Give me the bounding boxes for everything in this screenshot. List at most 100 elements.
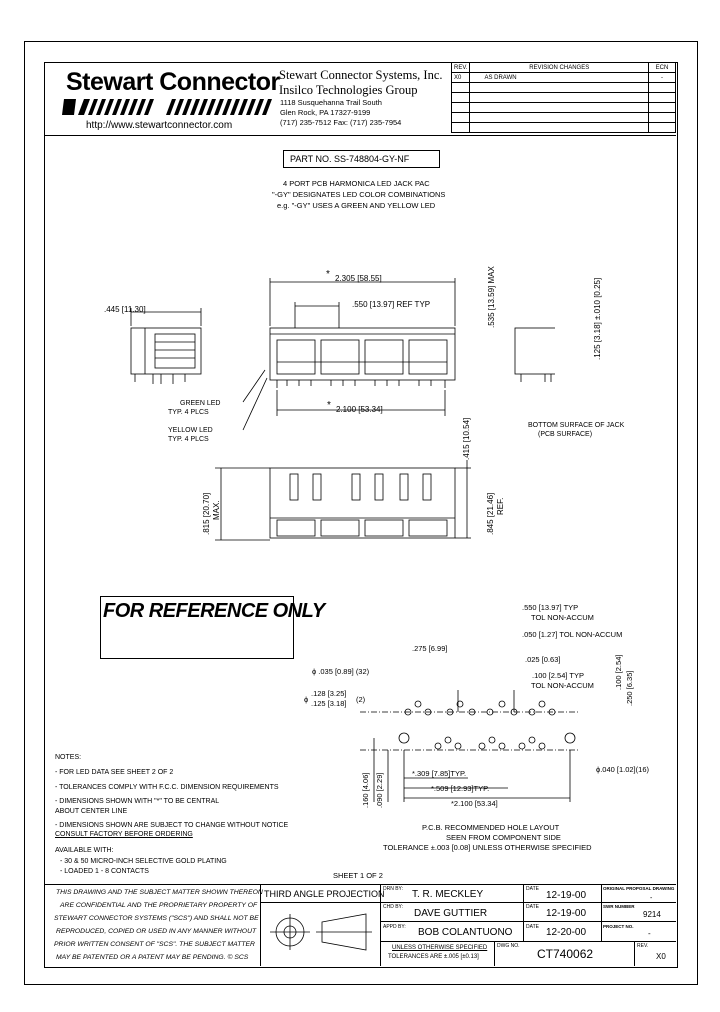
title-block-divider [601,884,602,942]
title-block-divider [634,941,635,966]
pcb-160: .160 [4.06] [361,772,370,808]
front-view-drawing [130,278,555,541]
orig-proposal-label: ORIGINAL PROPOSAL DRAWING [603,886,675,891]
logo-stripes [62,99,272,115]
drn-by-label: DRN BY: [383,886,404,892]
pcb-090: .090 [2.29] [375,772,384,808]
address-line1: 1118 Susquehanna Trail South [280,98,382,107]
reference-label: FOR REFERENCE ONLY [103,600,325,622]
pcb-layout2: SEEN FROM COMPONENT SIDE [446,833,561,842]
group-name: Insilco Technologies Group [279,83,418,97]
note-item: CONSULT FACTORY BEFORE ORDERING [55,831,193,838]
yellow-led-count: TYP. 4 PLCS [168,436,209,443]
swr-value: 9214 [643,910,661,919]
title-block-divider [494,941,495,966]
unless-line1: UNLESS OTHERWISE SPECIFIED [392,945,488,951]
projection-label: THIRD ANGLE PROJECTION [264,889,385,899]
part-desc3: e.g. "-GY" USES A GREEN AND YELLOW LED [277,201,436,210]
change-cell: AS DRAWN [469,72,649,83]
rev-value: X0 [656,952,666,961]
bottom-surface-sub: (PCB SURFACE) [538,431,593,438]
company-name: Stewart Connector Systems, Inc. [279,68,443,82]
rev-empty-cell [450,102,471,113]
pcb-phi: ϕ [304,695,309,704]
appd-by-value: BOB COLANTUONO [418,927,513,938]
note-item: - DIMENSIONS SHOWN ARE SUBJECT TO CHANGE… [55,822,289,829]
change-empty-cell [469,92,649,103]
confidential-line: THIS DRAWING AND THE SUBJECT MATTER SHOW… [56,889,263,896]
dim-815-max: MAX. [212,500,221,520]
rev-label: REV. [637,943,649,949]
ecn-col-header: ECN [648,62,676,73]
pcb-count2: (2) [356,695,366,704]
dim-415: .415 [10.54] [462,417,471,460]
ecn-empty-cell [648,112,676,123]
dim-445: .445 [11.30] [104,305,146,314]
pcb-layout3: TOLERANCE ±.003 [0.08] UNLESS OTHERWISE … [383,843,592,852]
pcb-tol1: TOL NON-ACCUM [531,613,594,622]
bottom-surface-label: BOTTOM SURFACE OF JACK [528,422,625,429]
address-line2: Glen Rock, PA 17327-9199 [280,108,371,117]
header-logo: Stewart Connector [62,66,280,122]
pcb-509: *.509 [12.93]TYP. [431,784,490,793]
confidential-line: ARE CONFIDENTIAL AND THE PROPRIETARY PRO… [60,902,258,909]
appd-by-label: APPD BY: [383,924,406,930]
project-value: - [648,929,651,938]
title-block-divider [260,884,261,966]
date-drn: 12-19-00 [546,890,587,901]
dim-845: .845 [21.46] [486,492,495,535]
date-label: DATE [526,904,539,910]
date-chd: 12-19-00 [546,908,587,919]
title-block-divider [380,902,676,903]
title-block-top-border [44,884,676,885]
outer-border [24,41,698,985]
pcb-100-typ: .100 [2.54] TYP [532,671,584,680]
ecn-empty-cell [648,92,676,103]
dim-550-ref: .550 [13.97] REF TYP [352,300,431,309]
title-block-divider [523,884,524,942]
pcb-125: .125 [3.18] [311,699,347,708]
phone-line: (717) 235-7512 Fax: (717) 235-7954 [280,118,402,127]
pcb-2100: *2.100 [53.34] [451,799,498,808]
dim-815: .815 [20.70] [202,492,211,535]
logo-text: Stewart Connector [66,68,280,96]
website-text: http://www.stewartconnector.com [86,120,233,131]
available-title: AVAILABLE WITH: [55,847,114,854]
part-desc2: "-GY" DESIGNATES LED COLOR COMBINATIONS [272,190,446,199]
dim-535: .535 [13.59] MAX [487,266,496,328]
part-number: PART NO. SS-748804-GY-NF [290,154,410,164]
pcb-040: ϕ.040 [1.02](16) [596,765,649,774]
sheet-number: SHEET 1 OF 2 [333,871,383,880]
date-label: DATE [526,924,539,930]
rev-empty-cell [450,82,471,93]
unless-line2: TOLERANCES ARE ±.005 [±0.13] [388,954,479,960]
rev-empty-cell [450,122,471,133]
project-label: PROJECT NO. [603,924,634,929]
pcb-050: .050 [1.27] TOL NON-ACCUM [522,630,623,639]
change-empty-cell [469,122,649,133]
note-item: ABOUT CENTER LINE [55,808,128,815]
pcb-tol2: TOL NON-ACCUM [531,681,594,690]
pcb-275: .275 [6.99] [412,644,448,653]
star-mark: * [326,269,330,280]
title-block-divider [380,941,676,942]
part-number-box: PART NO. SS-748804-GY-NF [283,150,440,168]
orig-proposal-value: - [650,895,653,902]
pcb-550-typ: .550 [13.97] TYP [522,603,579,612]
dwg-label: DWG NO. [497,943,520,949]
chd-by-label: CHD BY: [383,904,404,910]
note-item: - TOLERANCES COMPLY WITH F.C.C. DIMENSIO… [55,784,279,791]
ecn-empty-cell [648,122,676,133]
date-label: DATE [526,886,539,892]
dim-2305: 2.305 [58.55] [335,274,382,283]
dim-2100: 2.100 [53.34] [336,405,383,414]
title-block-divider [260,902,380,903]
pcb-309: *.309 [7.85]TYP. [412,769,467,778]
pcb-hole-layout [360,690,580,802]
green-led-count: TYP. 4 PLCS [168,409,209,416]
change-empty-cell [469,112,649,123]
pcb-128: .128 [3.25] [311,689,347,698]
dim-125: .125 [3.18] ±.010 [0.25] [593,277,602,360]
pcb-250: .250 [6.35] [625,670,634,706]
title-block-divider [380,884,381,966]
